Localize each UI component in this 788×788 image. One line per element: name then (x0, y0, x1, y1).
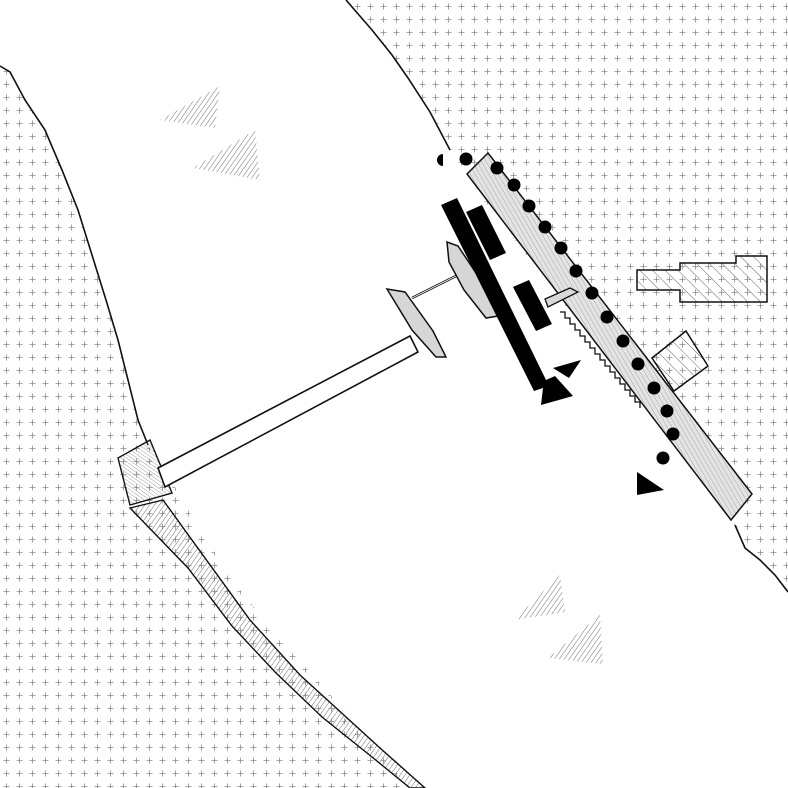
east-bank-shoreline (345, 0, 788, 593)
defender-dot (569, 264, 583, 278)
advance-arrow-short (553, 360, 581, 378)
defender-dots (437, 152, 680, 465)
west-bank-land (0, 66, 410, 788)
defender-dot (522, 199, 536, 213)
defender-dot (600, 310, 614, 324)
attack-triangle (637, 472, 664, 495)
defender-dot (459, 152, 473, 166)
quay-crenellation (560, 311, 641, 408)
defender-dot (647, 381, 661, 395)
defender-dot (666, 427, 680, 441)
building-east-large (636, 255, 768, 303)
sw-embankment-wall (128, 499, 427, 788)
defender-dot (616, 334, 630, 348)
defender-dot (660, 404, 674, 418)
defender-dot (656, 451, 670, 465)
east-quay-wall (466, 151, 753, 522)
pontoon-bridge-deck (157, 334, 420, 489)
defender-dot (585, 286, 599, 300)
troop-bar-2 (513, 280, 552, 331)
troop-bar-1 (466, 205, 506, 260)
flow-marker-2 (193, 130, 260, 180)
advance-arrow-long (441, 198, 573, 405)
defender-dot (554, 241, 568, 255)
bridge-abutment (117, 439, 173, 506)
flow-marker-4 (548, 615, 603, 664)
pontoon-boat-west (385, 287, 448, 358)
east-quay-bastion (544, 287, 580, 308)
defender-dot (538, 220, 552, 234)
defender-half-dot (437, 154, 443, 166)
defender-dot (507, 178, 521, 192)
defender-dot (490, 161, 504, 175)
defender-dot (631, 357, 645, 371)
flow-marker-3 (514, 575, 565, 620)
pontoon-boat-east (446, 240, 500, 319)
bridge-tie-line-inner (411, 274, 459, 299)
west-bank-shoreline (0, 65, 149, 446)
building-east-small (650, 329, 710, 393)
flow-marker-1 (160, 86, 220, 128)
